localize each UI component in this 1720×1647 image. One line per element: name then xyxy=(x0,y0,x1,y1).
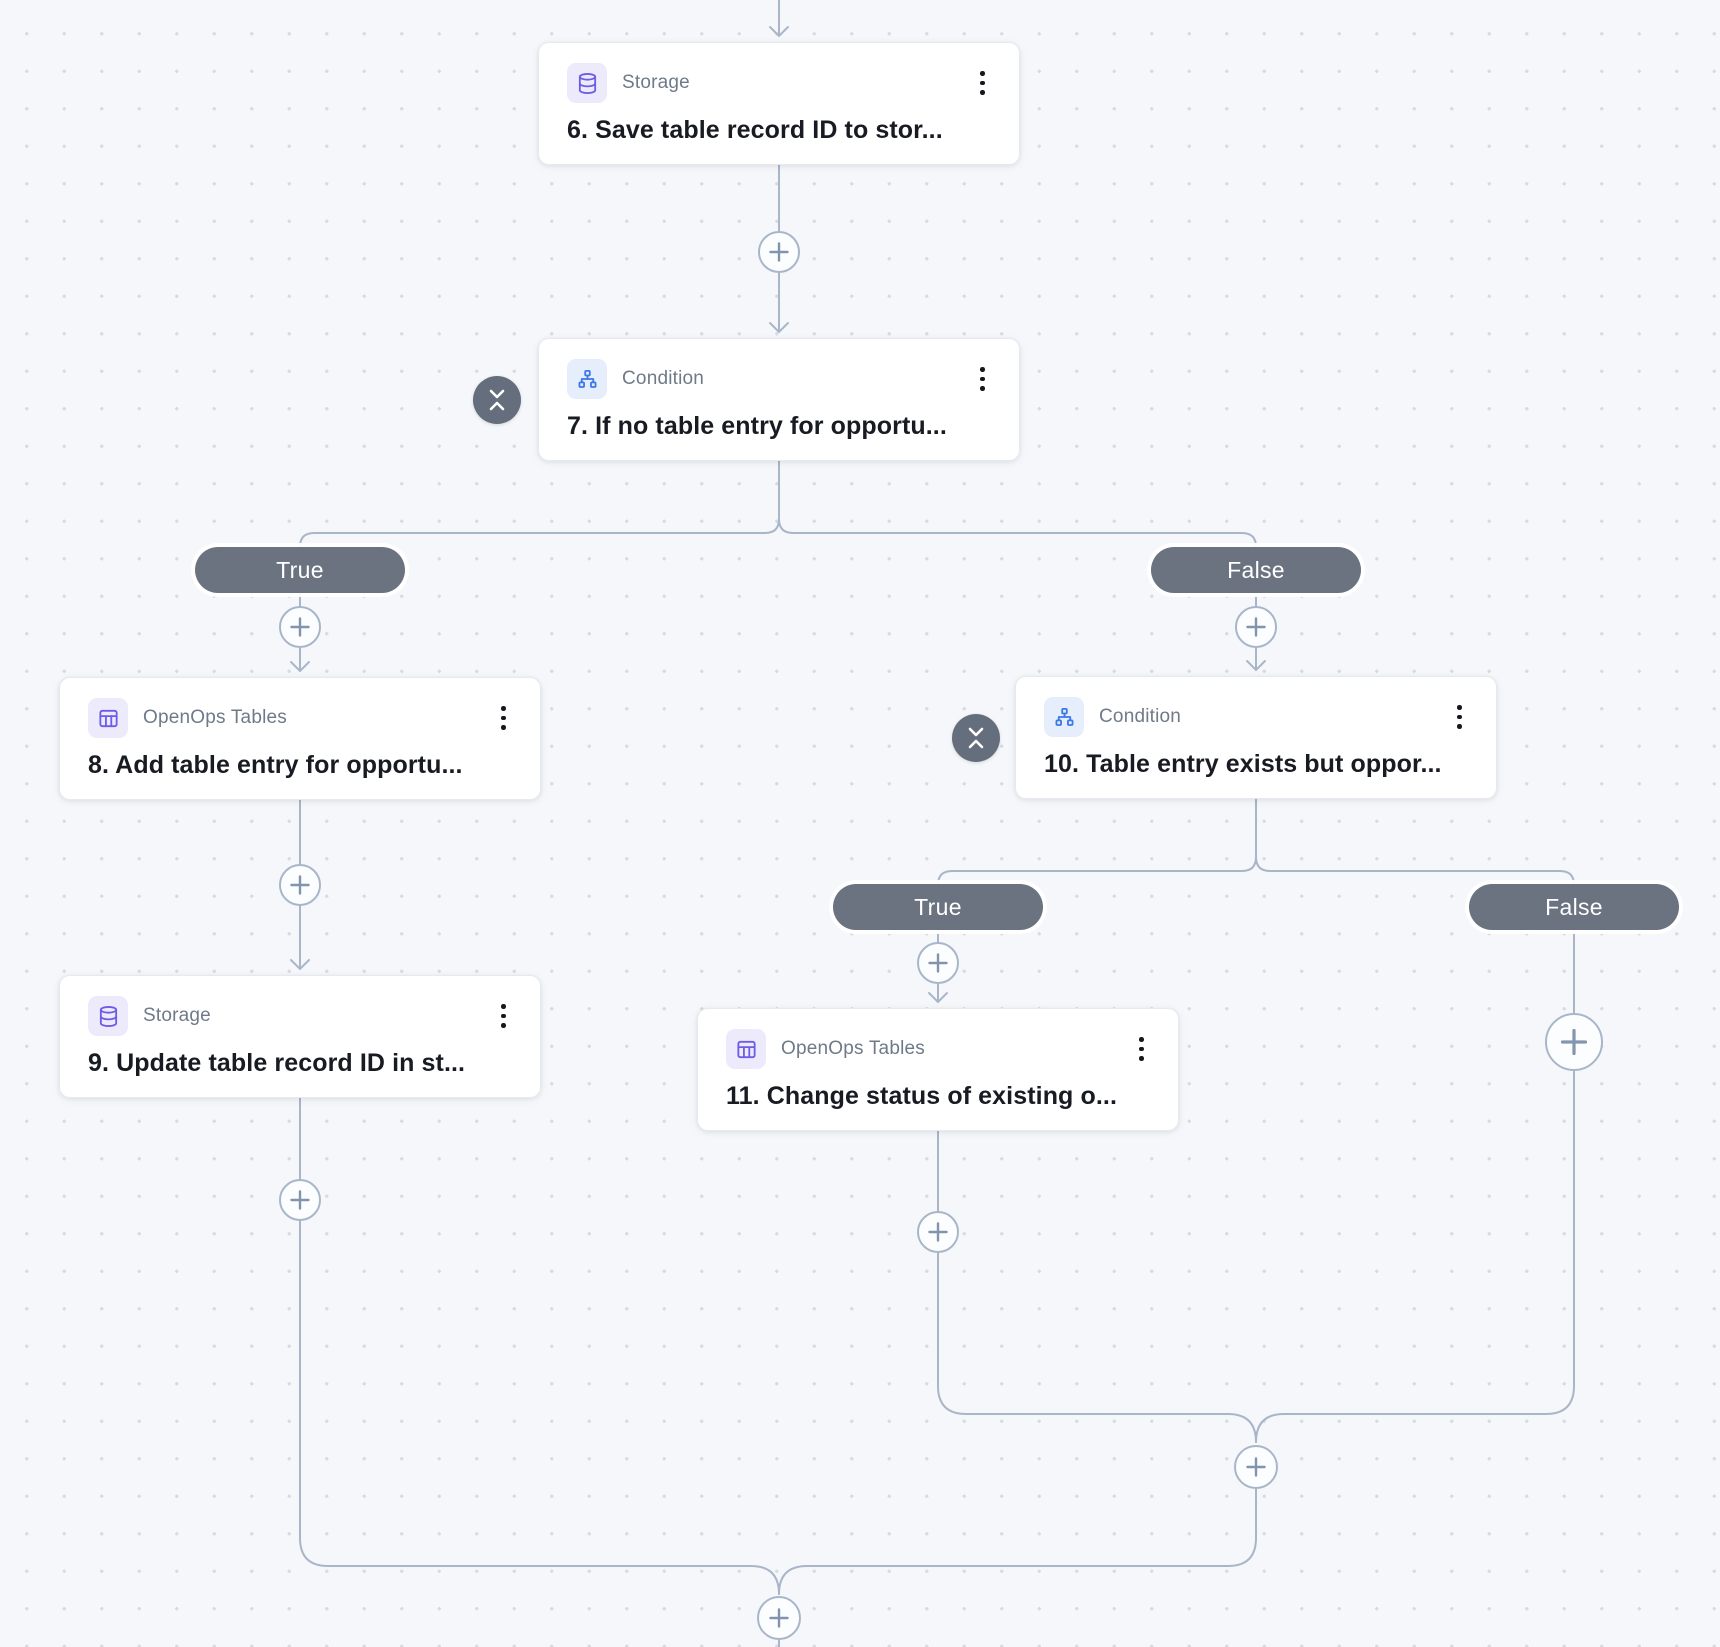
step-menu-button[interactable] xyxy=(1451,701,1468,733)
step-title: 6. Save table record ID to stor... xyxy=(567,116,943,144)
add-step-button[interactable] xyxy=(1234,1445,1278,1489)
step-node-7[interactable]: Condition 7. If no table entry for oppor… xyxy=(538,338,1020,461)
step-type-label: Condition xyxy=(622,368,705,389)
database-icon xyxy=(88,996,128,1036)
add-step-button[interactable] xyxy=(917,1211,959,1253)
step-type-label: OpenOps Tables xyxy=(781,1038,925,1059)
step-title: 11. Change status of existing o... xyxy=(726,1082,1117,1110)
branch-label-true: True xyxy=(195,547,405,593)
add-step-button[interactable] xyxy=(1235,606,1277,648)
step-type-label: Condition xyxy=(1099,706,1182,727)
step-menu-button[interactable] xyxy=(495,1000,512,1032)
step-title: 10. Table entry exists but oppor... xyxy=(1044,750,1442,778)
step-type-label: Storage xyxy=(143,1005,211,1026)
add-step-button[interactable] xyxy=(279,1179,321,1221)
step-node-8[interactable]: OpenOps Tables 8. Add table entry for op… xyxy=(59,677,541,800)
step-node-9[interactable]: Storage 9. Update table record ID in st.… xyxy=(59,975,541,1098)
add-step-button[interactable] xyxy=(917,942,959,984)
table-icon xyxy=(88,698,128,738)
database-icon xyxy=(567,63,607,103)
step-menu-button[interactable] xyxy=(974,363,991,395)
step-menu-button[interactable] xyxy=(974,67,991,99)
branch-label-false: False xyxy=(1151,547,1361,593)
step-title: 9. Update table record ID in st... xyxy=(88,1049,466,1077)
add-step-button[interactable] xyxy=(279,864,321,906)
step-title: 7. If no table entry for opportu... xyxy=(567,412,947,440)
branch-label-false: False xyxy=(1469,884,1679,930)
step-menu-button[interactable] xyxy=(495,702,512,734)
sitemap-icon xyxy=(1044,697,1084,737)
step-node-6[interactable]: Storage 6. Save table record ID to stor.… xyxy=(538,42,1020,165)
add-step-button[interactable] xyxy=(279,606,321,648)
sitemap-icon xyxy=(567,359,607,399)
step-type-label: OpenOps Tables xyxy=(143,707,287,728)
step-node-10[interactable]: Condition 10. Table entry exists but opp… xyxy=(1015,676,1497,799)
step-title: 8. Add table entry for opportu... xyxy=(88,751,463,779)
table-icon xyxy=(726,1029,766,1069)
step-type-label: Storage xyxy=(622,72,690,93)
add-step-button[interactable] xyxy=(1545,1013,1603,1071)
add-step-button[interactable] xyxy=(757,1596,801,1640)
collapse-branches-button[interactable] xyxy=(952,714,1000,762)
add-step-button[interactable] xyxy=(758,231,800,273)
branch-label-true: True xyxy=(833,884,1043,930)
step-menu-button[interactable] xyxy=(1133,1033,1150,1065)
collapse-branches-button[interactable] xyxy=(473,376,521,424)
step-node-11[interactable]: OpenOps Tables 11. Change status of exis… xyxy=(697,1008,1179,1131)
